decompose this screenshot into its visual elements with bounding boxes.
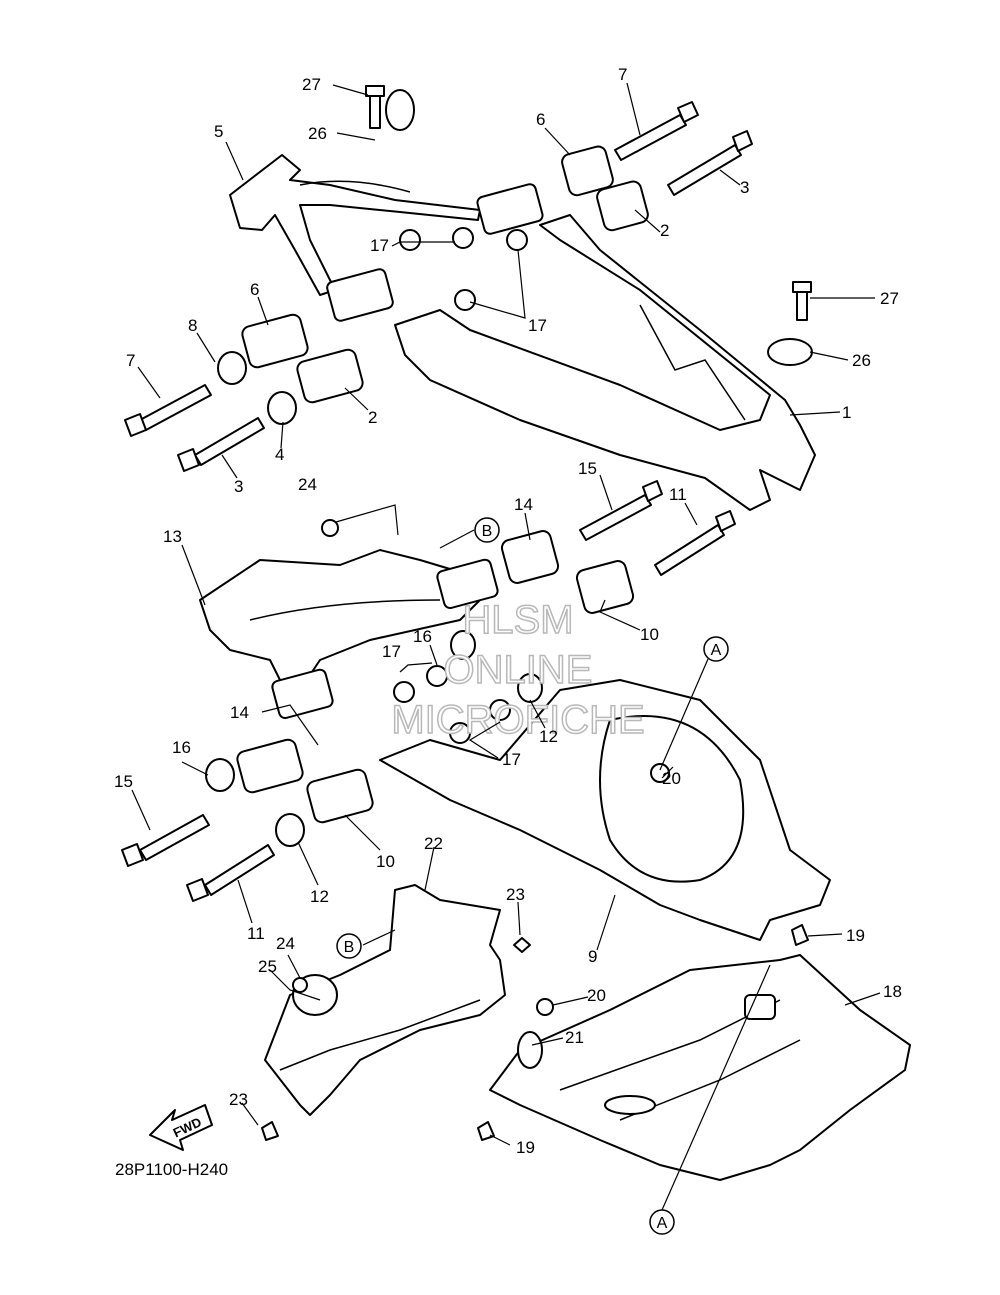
lower-arm-9 — [379, 679, 831, 941]
callout-26: 26 — [308, 124, 327, 143]
watermark-line-3: MICROFICHE — [391, 698, 644, 742]
upper-bolts — [124, 85, 813, 472]
callout-7: 7 — [618, 65, 627, 84]
callout-10: 10 — [376, 852, 395, 871]
callout-16: 16 — [413, 627, 432, 646]
watermark-line-1: HLSM — [462, 598, 573, 642]
callout-19: 19 — [846, 926, 865, 945]
ref-b: B — [482, 523, 493, 540]
callout-15: 15 — [114, 772, 133, 791]
callout-17: 17 — [382, 642, 401, 661]
upper-arm-5 — [229, 154, 481, 296]
callout-1: 1 — [842, 403, 851, 422]
callout-13: 13 — [163, 527, 182, 546]
ref-a: A — [657, 1215, 668, 1232]
callout-23: 23 — [229, 1090, 248, 1109]
callout-26: 26 — [852, 351, 871, 370]
callout-numbers: 27 26 5 7 6 3 17 2 27 26 6 8 7 17 1 2 4 … — [114, 65, 902, 1157]
callout-6: 6 — [536, 110, 545, 129]
callout-9: 9 — [588, 947, 597, 966]
callout-18: 18 — [883, 982, 902, 1001]
callout-2: 2 — [368, 408, 377, 427]
callout-3: 3 — [740, 178, 749, 197]
callout-10: 10 — [640, 625, 659, 644]
callout-27: 27 — [302, 75, 321, 94]
callout-14: 14 — [230, 703, 249, 722]
guard-22 — [264, 884, 506, 1116]
callout-11: 11 — [669, 485, 687, 504]
watermark: HLSM ONLINE MICROFICHE — [391, 597, 646, 743]
callout-14: 14 — [514, 495, 533, 514]
diagram-code: 28P1100-H240 — [115, 1160, 228, 1179]
guard-18 — [489, 954, 911, 1181]
callout-16: 16 — [172, 738, 191, 757]
lower-arm-13 — [199, 549, 481, 691]
callout-23: 23 — [506, 885, 525, 904]
callout-27: 27 — [880, 289, 899, 308]
upper-arm-1 — [394, 214, 816, 511]
callout-5: 5 — [214, 122, 223, 141]
forward-direction-arrow: FWD — [149, 1104, 213, 1151]
small-fasteners — [261, 924, 809, 1141]
callout-21: 21 — [565, 1028, 584, 1047]
callout-24: 24 — [276, 934, 295, 953]
ref-b: B — [344, 939, 355, 956]
callout-20: 20 — [662, 769, 681, 788]
callout-3: 3 — [234, 477, 243, 496]
callout-24: 24 — [298, 475, 317, 494]
callout-15: 15 — [578, 459, 597, 478]
callout-12: 12 — [310, 887, 329, 906]
ref-a: A — [711, 642, 722, 659]
callout-20: 20 — [587, 986, 606, 1005]
callout-7: 7 — [126, 351, 135, 370]
callout-22: 22 — [424, 834, 443, 853]
callout-19: 19 — [516, 1138, 535, 1157]
callout-25: 25 — [258, 957, 277, 976]
callout-17: 17 — [502, 750, 521, 769]
callout-11: 11 — [247, 924, 265, 943]
callout-17: 17 — [370, 236, 389, 255]
watermark-line-2: ONLINE — [444, 648, 593, 692]
reference-markers: B B A A — [336, 517, 729, 1235]
lower-bolts — [121, 480, 736, 902]
callout-6: 6 — [250, 280, 259, 299]
callout-12: 12 — [539, 727, 558, 746]
callout-8: 8 — [188, 316, 197, 335]
leader-lines — [131, 82, 881, 1211]
callout-4: 4 — [275, 445, 284, 464]
callout-2: 2 — [660, 221, 669, 240]
callout-17: 17 — [528, 316, 547, 335]
